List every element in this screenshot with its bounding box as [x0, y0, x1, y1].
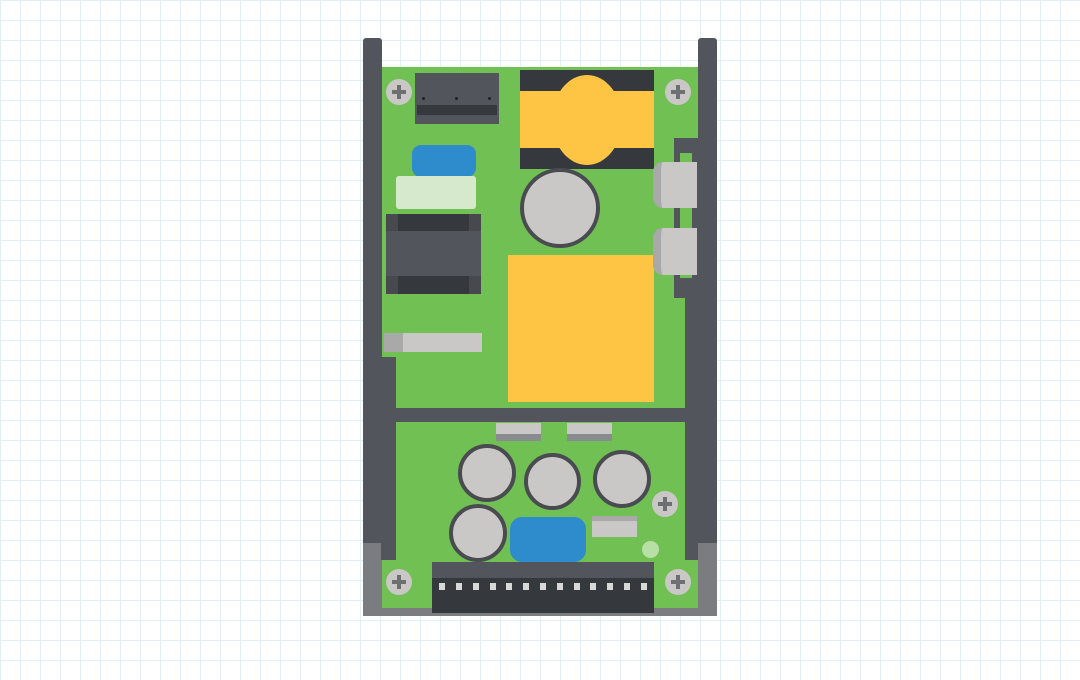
- right-rail-foot: [698, 543, 717, 615]
- screw-icon: [386, 79, 412, 105]
- left-inner-rail: [381, 357, 396, 560]
- left-rail-foot: [363, 543, 382, 615]
- yellow-block: [508, 255, 654, 402]
- terminal-pin: [439, 583, 445, 590]
- terminal-pin: [590, 583, 596, 590]
- transformer: [520, 70, 654, 169]
- inductor: [386, 214, 481, 294]
- screw-icon: [665, 569, 691, 595]
- diode: [567, 423, 612, 441]
- terminal-pin: [456, 583, 462, 590]
- blue-capacitor: [412, 145, 476, 177]
- blue-capacitor: [510, 517, 586, 562]
- light-green-component: [396, 176, 476, 209]
- left-rail: [363, 38, 382, 544]
- right-rail: [698, 38, 717, 544]
- right-inner-rail: [685, 298, 698, 560]
- diode: [496, 423, 541, 441]
- terminal-pin: [490, 583, 496, 590]
- capacitor: [593, 450, 651, 508]
- resistor-bar: [384, 333, 482, 352]
- terminal-pin: [557, 583, 563, 590]
- terminal-pin: [607, 583, 613, 590]
- capacitor: [524, 453, 581, 510]
- side-nut: [653, 228, 697, 275]
- terminal-block: [432, 562, 654, 613]
- capacitor: [458, 444, 516, 502]
- small-component: [592, 516, 637, 537]
- terminal-pin: [641, 583, 647, 590]
- screw-icon: [386, 569, 412, 595]
- terminal-pin: [574, 583, 580, 590]
- terminal-pin: [523, 583, 529, 590]
- terminal-pin: [624, 583, 630, 590]
- screw-icon: [652, 491, 678, 517]
- screw-icon: [665, 79, 691, 105]
- capacitor: [520, 168, 600, 248]
- divider-bar: [381, 408, 698, 422]
- terminal-pin: [540, 583, 546, 590]
- terminal-pin: [473, 583, 479, 590]
- led: [642, 541, 659, 558]
- capacitor: [449, 504, 507, 562]
- top-connector: [415, 73, 499, 124]
- terminal-pin: [506, 583, 512, 590]
- side-nut: [653, 162, 697, 208]
